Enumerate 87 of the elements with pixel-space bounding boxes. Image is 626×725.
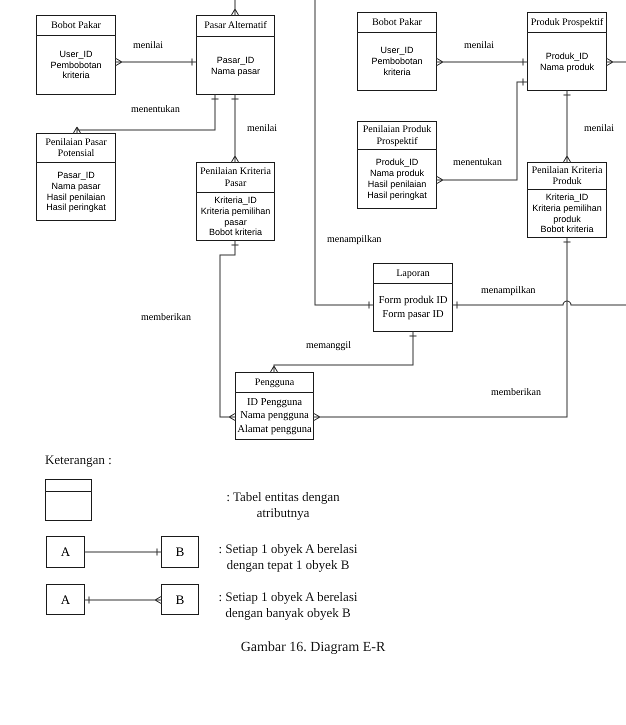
entity-name: Bobot Pakar xyxy=(51,20,101,32)
entity-table xyxy=(357,121,437,209)
entity-table xyxy=(527,162,607,238)
relationship-line xyxy=(116,58,196,66)
legend-title: Keterangan : xyxy=(45,452,112,468)
relationship-label: menilai xyxy=(246,123,278,134)
entity-box xyxy=(46,536,85,568)
entity-name: Penilaian Kriteria Pasar xyxy=(199,166,272,189)
relationship-label: menilai xyxy=(463,40,495,51)
relationship-label: menampilkan xyxy=(480,285,536,296)
figure-caption: Gambar 16. Diagram E-R xyxy=(240,640,386,656)
entity-letter: A xyxy=(60,544,70,560)
relationship-label: menilai xyxy=(583,123,615,134)
attribute-text: Alamat pengguna xyxy=(237,422,312,436)
relationship-line xyxy=(314,0,374,309)
relationship-label: menilai xyxy=(132,40,164,51)
relationship-line xyxy=(231,94,239,162)
attribute-text: Nama produk xyxy=(540,62,594,72)
entity-name: Bobot Pakar xyxy=(372,16,422,28)
relationship-line xyxy=(84,548,162,556)
entity-name: Produk Prospektif xyxy=(530,16,604,28)
attribute-text: Hasil penilaian xyxy=(368,179,426,190)
relationship-line xyxy=(563,90,571,162)
relationship-line xyxy=(314,238,571,421)
entity-box xyxy=(161,536,199,568)
entity-table xyxy=(357,12,437,91)
attribute-text: Nama pasar xyxy=(210,66,260,76)
attribute-text: Produk_ID xyxy=(546,50,588,62)
legend-description: : Setiap 1 obyek A berelasi dengan tepat 1 obyek B xyxy=(217,541,358,573)
attribute-text: Pembobotan kriteria xyxy=(370,56,424,78)
attribute-text: Nama pasar xyxy=(51,180,101,192)
attribute-text: Pasar_ID xyxy=(57,170,95,181)
relationship-line xyxy=(436,78,528,184)
entity-table xyxy=(373,263,453,332)
attribute-text: User_ID xyxy=(380,45,414,56)
relationship-line xyxy=(452,300,626,309)
entity-letter: B xyxy=(176,592,184,608)
relationship-label: menentukan xyxy=(452,157,503,168)
entity-box xyxy=(46,584,85,615)
relationship-line xyxy=(73,94,219,134)
entity-box xyxy=(161,584,199,615)
attribute-text: Pembobotan kriteria xyxy=(49,60,103,82)
relationship-line xyxy=(606,58,626,66)
entity-table xyxy=(196,15,275,95)
attribute-text: Hasil penilaian xyxy=(46,192,106,202)
attribute-text: Form produk ID xyxy=(378,294,448,308)
legend-description: : Setiap 1 obyek A berelasi dengan banyak obyek B xyxy=(217,589,358,621)
attribute-text: Produk_ID xyxy=(376,157,418,168)
entity-letter: A xyxy=(60,592,70,608)
entity-table-symbol xyxy=(45,479,92,521)
legend-description: : Tabel entitas dengan atributnya xyxy=(225,489,341,521)
relationship-label: menentukan xyxy=(130,104,181,115)
entity-name: Pengguna xyxy=(254,376,294,388)
attribute-text: Nama pengguna xyxy=(240,409,309,423)
attribute-text: Pasar_ID xyxy=(216,54,254,66)
attribute-text: Kriteria pemilihan produk xyxy=(531,202,603,224)
entity-table xyxy=(36,133,116,221)
entity-table xyxy=(36,15,116,95)
entity-table xyxy=(527,12,607,91)
attribute-text: Bobot kriteria xyxy=(540,224,594,236)
attribute-text: User_ID xyxy=(59,48,92,60)
attribute-text: Hasil peringkat xyxy=(46,202,106,214)
relationship-line xyxy=(220,240,239,421)
entity-name: Penilaian Produk Prospektif xyxy=(362,124,432,147)
attribute-text: ID Pengguna xyxy=(246,396,302,410)
relationship-line xyxy=(231,0,239,16)
relationship-label: memberikan xyxy=(140,312,192,323)
relationship-line xyxy=(84,596,162,604)
entity-name: Penilaian Pasar Potensial xyxy=(44,136,108,160)
attribute-text: Kriteria_ID xyxy=(214,194,257,206)
attribute-text: Kriteria_ID xyxy=(546,192,588,203)
relationship-label: memanggil xyxy=(305,340,352,351)
relationship-label: menampilkan xyxy=(326,234,382,245)
attribute-text: Kriteria pemilihan pasar xyxy=(200,206,272,228)
entity-letter: B xyxy=(176,544,184,560)
entity-name: Laporan xyxy=(396,268,430,280)
entity-table xyxy=(196,162,275,241)
attribute-text: Bobot kriteria xyxy=(208,227,262,238)
relationship-line xyxy=(436,58,528,66)
entity-table xyxy=(235,372,314,440)
entity-name: Penilaian Kriteria Produk xyxy=(530,164,604,188)
attribute-text: Nama produk xyxy=(370,168,424,179)
relationship-line xyxy=(270,332,417,372)
attribute-text: Form pasar ID xyxy=(382,308,444,322)
relationship-label: memberikan xyxy=(490,387,542,398)
entity-name: Pasar Alternatif xyxy=(204,20,267,32)
attribute-text: Hasil peringkat xyxy=(367,190,427,201)
